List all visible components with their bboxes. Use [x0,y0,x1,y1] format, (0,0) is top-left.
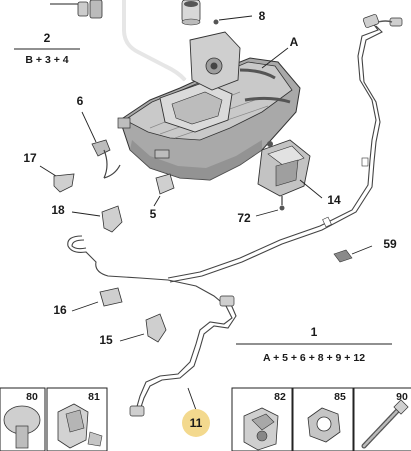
callout-group-6: 6 [77,94,97,143]
callout-group-16: 16 [53,301,99,317]
thumbnail-82: 82 [231,387,293,451]
callout-14: 14 [327,193,341,207]
clip-part-17 [53,173,75,193]
callout-group-2: 2 B + 3 + 4 [14,31,80,66]
callout-18: 18 [51,203,65,217]
callout-2: 2 [44,31,51,45]
thumbnail-85-number: 85 [334,391,346,403]
callout-17: 17 [23,151,37,165]
callout-group-A: A [261,35,299,69]
thumbnail-80-number: 80 [26,391,38,403]
thumbnail-82-number: 82 [274,391,286,403]
highlight-badge-11 [182,409,210,437]
fuel-tank-assembly [117,31,301,181]
lower-fuel-line [67,235,237,417]
callout-group-17: 17 [23,151,57,177]
top-cap-part [181,0,201,26]
callout-A: A [290,35,299,49]
thumbnail-81-number: 81 [88,391,100,403]
callout-group-11: 11 [182,387,210,437]
right-fuel-line [167,14,403,283]
callout-group-14: 14 [299,179,341,207]
callout-8: 8 [259,9,266,23]
sensor-part-6 [91,139,121,179]
callout-59: 59 [383,237,397,251]
thumbnail-90-number: 90 [396,391,408,403]
clip-part-18 [101,205,123,233]
bracket-part-15 [145,313,167,343]
callout-5: 5 [150,207,157,221]
callout-15: 15 [99,333,113,347]
callout-group-1: 1 A + 5 + 6 + 8 + 9 + 12 [236,325,392,364]
thumbnail-81: 81 [46,387,108,451]
thumbnail-90: 90 [353,387,411,451]
callout-16: 16 [53,303,67,317]
formula-1: A + 5 + 6 + 8 + 9 + 12 [263,352,365,364]
part-5 [155,173,175,195]
callout-group-18: 18 [51,203,101,217]
bracket-part-14 [257,139,311,197]
callout-group-5: 5 [150,173,175,221]
thumbnail-85: 85 [292,387,354,451]
pad-part-59 [333,249,353,263]
formula-2: B + 3 + 4 [25,54,68,66]
callout-group-72: 72 [237,196,285,225]
bolt-72 [279,205,285,211]
callout-group-59: 59 [351,237,397,255]
callout-1: 1 [311,325,318,339]
thumbnail-80: 80 [0,387,46,451]
callout-72: 72 [237,211,251,225]
callout-6: 6 [77,94,84,108]
callout-group-8: 8 [213,9,266,25]
callout-11: 11 [190,416,203,430]
callout-group-15: 15 [99,333,145,347]
top-left-fittings [50,0,103,19]
filler-pipe [122,0,187,82]
clip-part-16 [99,287,123,307]
